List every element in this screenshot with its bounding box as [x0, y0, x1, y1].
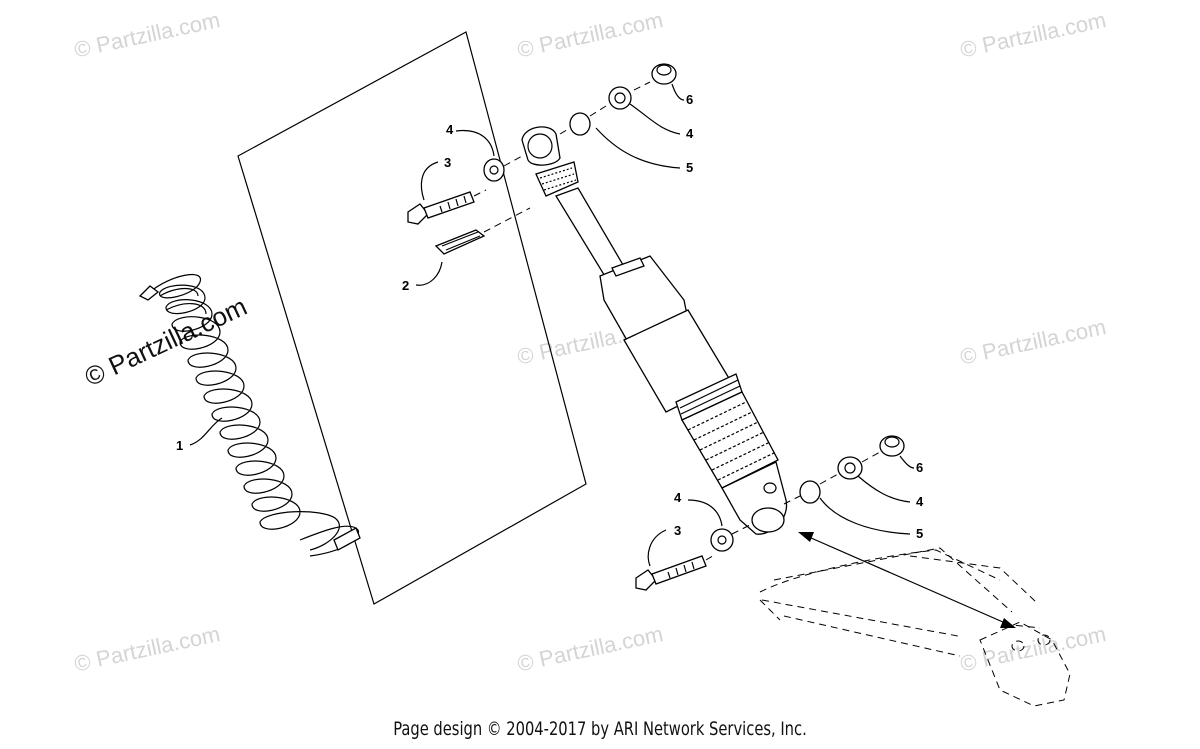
- bottom-bushing: [783, 480, 821, 505]
- bottom-cap: [861, 435, 905, 463]
- callout-1: 1: [176, 438, 183, 453]
- coil-spring: [138, 273, 361, 557]
- a-arm: [759, 547, 1071, 707]
- mounting-arrow: [798, 532, 1016, 628]
- footer-copyright: Page design © 2004-2017 by ARI Network S…: [393, 718, 807, 740]
- callout-3-top: 3: [444, 155, 451, 170]
- leader-line: [629, 103, 681, 135]
- callout-5-top: 5: [686, 160, 693, 175]
- bottom-bolt: [635, 553, 717, 591]
- top-bolt: [407, 189, 487, 225]
- leader-line: [857, 475, 911, 503]
- bottom-spacer-right: [819, 456, 863, 485]
- leader-line: [687, 499, 723, 527]
- leader-line: [595, 127, 681, 169]
- bottom-spacer-left: [710, 523, 753, 552]
- leader-line: [420, 161, 439, 201]
- top-spacer-right: [589, 86, 632, 117]
- callout-2: 2: [402, 278, 409, 293]
- shock-absorber: [521, 126, 788, 535]
- leader-line: [455, 129, 495, 157]
- callout-6-top: 6: [686, 92, 693, 107]
- top-bushing: [559, 112, 591, 136]
- callout-6-bottom: 6: [916, 460, 923, 475]
- top-spacer-left: [483, 155, 523, 182]
- leader-line: [647, 529, 667, 567]
- top-cap: [633, 63, 677, 91]
- leader-line: [899, 455, 915, 469]
- leader-line: [671, 83, 685, 101]
- leader-line: [415, 261, 443, 286]
- callout-5-bottom: 5: [916, 526, 923, 541]
- leader-line: [189, 417, 223, 446]
- callout-4-bottom-right: 4: [916, 494, 924, 509]
- leader-line: [819, 497, 911, 535]
- callout-4-top-left: 4: [446, 122, 454, 137]
- retainer-key: [434, 207, 531, 255]
- callout-3-bottom: 3: [674, 523, 681, 538]
- callout-4-bottom-left: 4: [674, 490, 682, 505]
- callout-4-top-right: 4: [686, 126, 694, 141]
- spring-group-box: [237, 31, 587, 605]
